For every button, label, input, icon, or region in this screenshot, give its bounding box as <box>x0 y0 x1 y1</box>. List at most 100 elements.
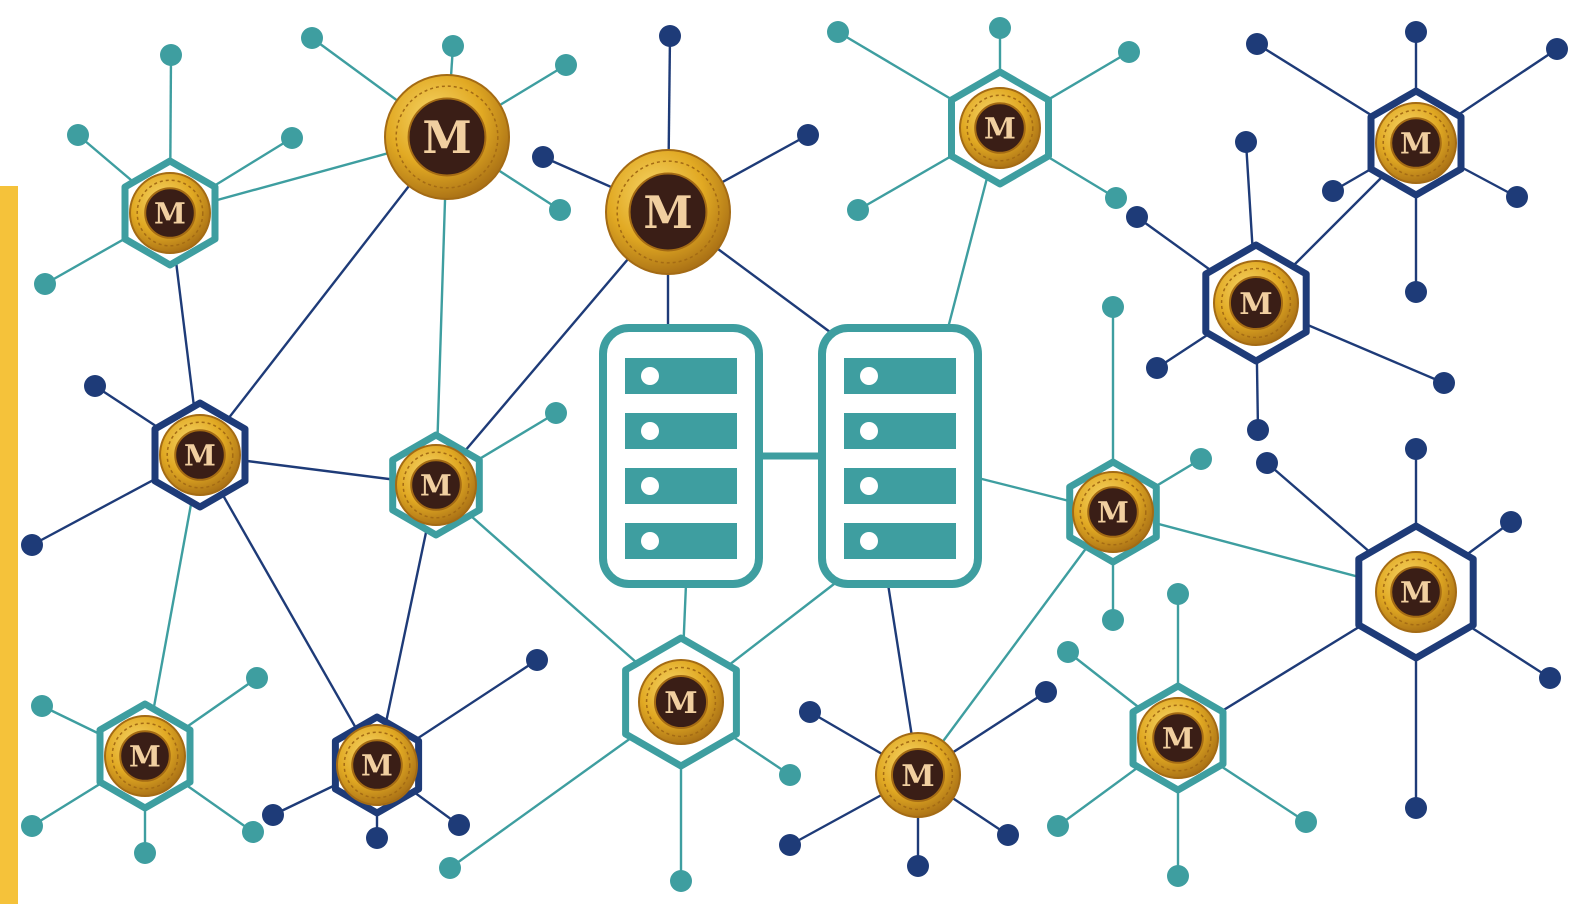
coin-m-logo-icon: M <box>159 414 241 496</box>
endpoint-dot <box>1102 609 1124 631</box>
server-led <box>641 367 659 385</box>
endpoint-dot <box>555 54 577 76</box>
server-led <box>641 477 659 495</box>
endpoint-dot <box>31 695 53 717</box>
endpoint-dot <box>1126 206 1148 228</box>
endpoint-dot <box>1295 811 1317 833</box>
nodes-layer: M M M M M M M M M M M M M M M <box>96 68 1477 818</box>
endpoint-dot <box>1167 583 1189 605</box>
server-led <box>860 477 878 495</box>
coin-m-logo-icon: M <box>959 87 1041 169</box>
network-node: M <box>875 732 961 818</box>
endpoint-dot <box>34 273 56 295</box>
endpoint-dot <box>84 375 106 397</box>
endpoint-dot <box>67 124 89 146</box>
network-node: M <box>151 399 249 511</box>
accent-bar <box>0 186 18 904</box>
endpoint-dot <box>1433 372 1455 394</box>
coin-m-logo-icon: M <box>1375 102 1457 184</box>
coin-logo-text: M <box>664 686 697 721</box>
coin-m-logo-icon: M <box>605 149 731 275</box>
coin-logo-text: M <box>184 438 216 472</box>
coin-m-logo-icon: M <box>336 724 418 806</box>
coin-logo-text: M <box>643 186 692 239</box>
endpoint-dot <box>1118 41 1140 63</box>
endpoint-dot <box>827 21 849 43</box>
coin-logo-text: M <box>154 196 186 230</box>
server-right-server-rack-icon <box>818 324 982 588</box>
endpoint-dot <box>1500 511 1522 533</box>
network-node: M <box>96 700 194 812</box>
network-node: M <box>1355 522 1477 662</box>
endpoint-dot <box>262 804 284 826</box>
endpoint-dot <box>997 824 1019 846</box>
endpoint-dot <box>847 199 869 221</box>
coin-logo-text: M <box>129 739 161 773</box>
network-node: M <box>121 157 219 269</box>
coin-m-logo-icon: M <box>1375 551 1457 633</box>
endpoint-dot <box>1405 281 1427 303</box>
endpoint-dot <box>1539 667 1561 689</box>
endpoint-dot <box>1322 180 1344 202</box>
connection-line <box>198 454 379 766</box>
endpoint-dot <box>670 870 692 892</box>
coin-m-logo-icon: M <box>1213 260 1299 346</box>
endpoint-dot <box>549 199 571 221</box>
endpoint-dot <box>21 815 43 837</box>
connection-line <box>917 511 1114 776</box>
server-led <box>641 422 659 440</box>
endpoint-dot <box>442 35 464 57</box>
server-led <box>860 422 878 440</box>
coin-logo-text: M <box>1239 287 1272 322</box>
server-led <box>860 367 878 385</box>
coin-m-logo-icon: M <box>395 444 477 526</box>
endpoint-dot <box>1102 296 1124 318</box>
network-node: M <box>1129 682 1227 794</box>
network-node: M <box>389 431 483 539</box>
endpoint-dot <box>799 701 821 723</box>
network-node: M <box>1202 241 1310 365</box>
network-node: M <box>1367 87 1465 199</box>
server-left-server-rack-icon <box>599 324 763 588</box>
coin-logo-text: M <box>1400 575 1432 609</box>
coin-m-logo-icon: M <box>638 659 724 745</box>
coin-m-logo-icon: M <box>384 74 510 200</box>
endpoint-dot <box>448 814 470 836</box>
endpoint-dot <box>1105 187 1127 209</box>
endpoint-dot <box>439 857 461 879</box>
endpoint-dot <box>1146 357 1168 379</box>
coin-logo-text: M <box>420 468 452 502</box>
coin-m-logo-icon: M <box>1137 697 1219 779</box>
endpoint-dot <box>242 821 264 843</box>
endpoint-dot <box>246 667 268 689</box>
connection-line <box>199 136 448 456</box>
endpoint-dot <box>779 834 801 856</box>
endpoint-dot <box>1506 186 1528 208</box>
coin-logo-text: M <box>984 111 1016 145</box>
endpoint-dot <box>907 855 929 877</box>
coin-logo-text: M <box>1097 495 1129 529</box>
servers-layer <box>599 324 982 588</box>
endpoint-dot <box>1047 815 1069 837</box>
endpoint-dot <box>1057 641 1079 663</box>
endpoint-dot <box>1035 681 1057 703</box>
endpoint-dot <box>545 402 567 424</box>
network-node: M <box>331 713 423 817</box>
endpoint-dot <box>1405 21 1427 43</box>
endpoint-dot <box>532 146 554 168</box>
endpoint-dot <box>366 827 388 849</box>
endpoint-dot <box>779 764 801 786</box>
endpoint-dot <box>21 534 43 556</box>
endpoint-dot <box>1405 797 1427 819</box>
coin-logo-text: M <box>422 111 471 164</box>
coin-logo-text: M <box>901 759 934 794</box>
edges-layer <box>143 127 1417 776</box>
endpoint-dot <box>1256 452 1278 474</box>
server-led <box>860 532 878 550</box>
coin-logo-text: M <box>1162 721 1194 755</box>
endpoint-dot <box>281 127 303 149</box>
network-node: M <box>605 149 731 275</box>
network-node: M <box>622 634 740 770</box>
endpoint-dot <box>659 25 681 47</box>
coin-m-logo-icon: M <box>875 732 961 818</box>
